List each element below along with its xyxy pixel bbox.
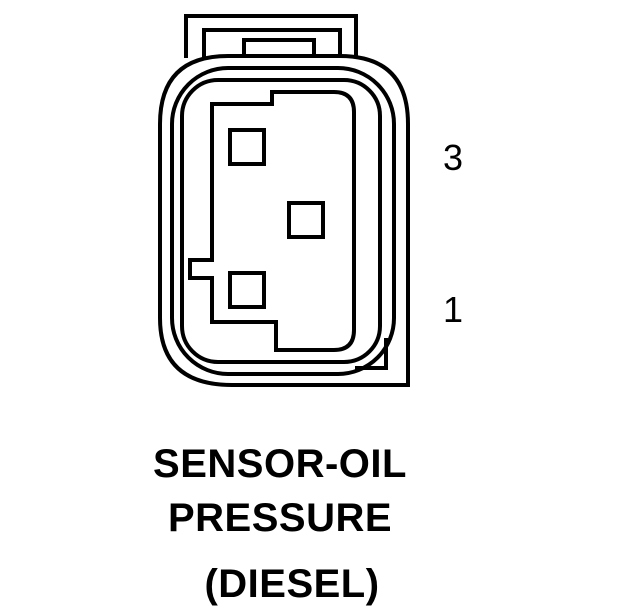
pin-label-3: 3 — [443, 137, 464, 178]
connector-housing-step — [355, 338, 388, 370]
caption-line-3: (DIESEL) — [204, 562, 380, 606]
connector-latch — [242, 38, 316, 58]
connector-outer-housing — [158, 54, 410, 387]
pin-1-terminal — [228, 271, 266, 309]
caption-line-1: SENSOR-OIL — [153, 442, 407, 486]
pin-2-terminal — [287, 201, 325, 239]
pin-3-terminal — [228, 128, 266, 166]
connector-housing-contour — [170, 66, 396, 376]
connector-inner-body — [180, 78, 382, 364]
connector-lock-tab — [184, 14, 358, 58]
caption-line-2: PRESSURE — [167, 496, 393, 540]
pin-label-1: 1 — [443, 289, 464, 330]
connector-lock-tab-inner — [202, 28, 342, 58]
terminal-cavity — [188, 90, 356, 352]
